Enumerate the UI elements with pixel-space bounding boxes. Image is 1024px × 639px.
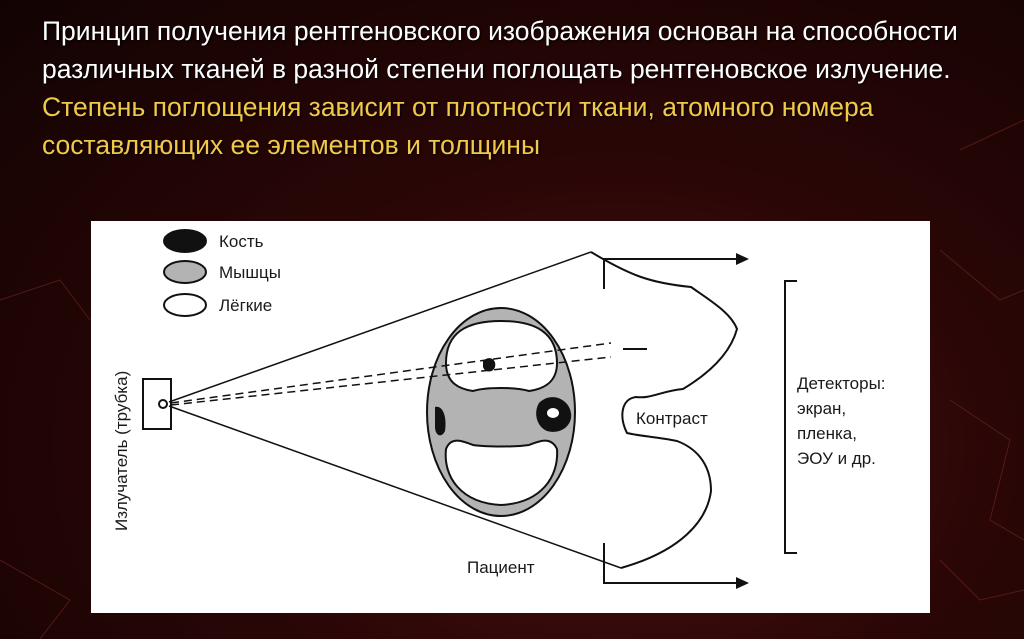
patient-body-outline — [590, 251, 739, 569]
legend-muscle-swatch — [163, 260, 207, 284]
detectors-label-2: экран, — [797, 399, 846, 418]
spinal-canal — [547, 408, 559, 418]
detectors-label-4: ЭОУ и др. — [797, 449, 876, 468]
legend-bone-label: Кость — [219, 232, 264, 251]
legend-bone-swatch — [163, 229, 207, 253]
ray-dashed-upper — [170, 342, 612, 404]
bone-sternum — [483, 358, 496, 372]
legend-muscle-label: Мышцы — [219, 263, 281, 282]
xray-diagram: Кость Мышцы Лёгкие Излучатель (трубка) К… — [91, 221, 930, 613]
arrow-top-head — [736, 253, 749, 265]
legend-lungs-swatch — [163, 293, 207, 317]
patient-label: Пациент — [467, 558, 535, 577]
heading-highlight-text: Степень поглощения зависит от плотности … — [42, 92, 874, 160]
bone-rib-left — [435, 406, 446, 436]
arrow-bottom-head — [736, 577, 749, 589]
heading-main-text: Принцип получения рентгеновского изображ… — [42, 16, 958, 84]
ray-dashed-lower — [170, 356, 612, 406]
beam-upper-edge — [168, 251, 592, 403]
arrow-bottom-line — [603, 543, 736, 584]
lung-lower — [444, 439, 559, 507]
legend-lungs-label: Лёгкие — [219, 296, 272, 315]
detectors-label-3: пленка, — [797, 424, 857, 443]
lung-upper — [444, 319, 559, 393]
contrast-label: Контраст — [636, 409, 708, 428]
detectors-label-1: Детекторы: — [797, 374, 886, 393]
detector-bracket — [784, 280, 797, 554]
arrow-top-line — [603, 258, 736, 289]
beam-lower-edge — [168, 405, 622, 569]
slide-heading: Принцип получения рентгеновского изображ… — [42, 12, 992, 164]
emitter-label: Излучатель (трубка) — [112, 371, 131, 531]
emitter-focal-spot — [158, 399, 168, 409]
